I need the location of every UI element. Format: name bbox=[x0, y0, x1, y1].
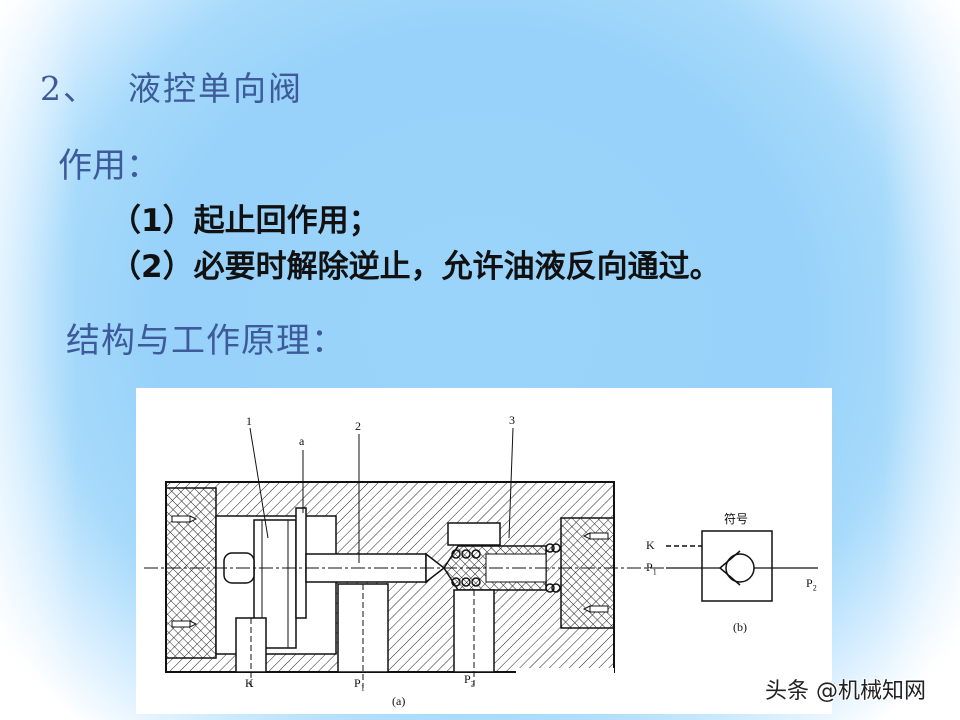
structure-heading: 结构与工作原理： bbox=[66, 321, 346, 361]
part-label-a: a bbox=[299, 434, 305, 448]
part-label-2: 2 bbox=[355, 419, 361, 433]
caption-a: (a) bbox=[392, 694, 406, 708]
title-text: 液控单向阀 bbox=[128, 69, 303, 108]
part-label-3: 3 bbox=[509, 413, 515, 427]
symbol-title: 符号 bbox=[724, 512, 749, 526]
valve-cross-section-drawing bbox=[144, 427, 818, 688]
purpose-item-1: （1）起止回作用； bbox=[110, 203, 380, 239]
port-label-p2: P2 bbox=[464, 672, 475, 689]
watermark: 头条 @机械知网 bbox=[765, 679, 926, 704]
slide-title: 2、液控单向阀 bbox=[40, 62, 303, 110]
port-label-p1: P1 bbox=[354, 676, 365, 693]
port-label-k: K bbox=[245, 676, 254, 690]
symbol-label-p2: P2 bbox=[806, 576, 817, 593]
symbol-label-p1: P1 bbox=[646, 560, 657, 577]
part-label-1: 1 bbox=[246, 414, 252, 428]
caption-b: (b) bbox=[733, 620, 747, 634]
purpose-item-2: （2）必要时解除逆止，允许油液反向通过。 bbox=[110, 249, 721, 285]
purpose-list: （1）起止回作用； （2）必要时解除逆止，允许油液反向通过。 bbox=[110, 198, 721, 290]
purpose-heading: 作用： bbox=[58, 146, 160, 186]
title-number: 2、 bbox=[40, 69, 98, 108]
symbol-label-k: K bbox=[646, 538, 655, 552]
valve-diagram-figure: 1 a 2 3 K P1 P2 (a) 符号 K P1 P2 (b) bbox=[136, 388, 832, 714]
